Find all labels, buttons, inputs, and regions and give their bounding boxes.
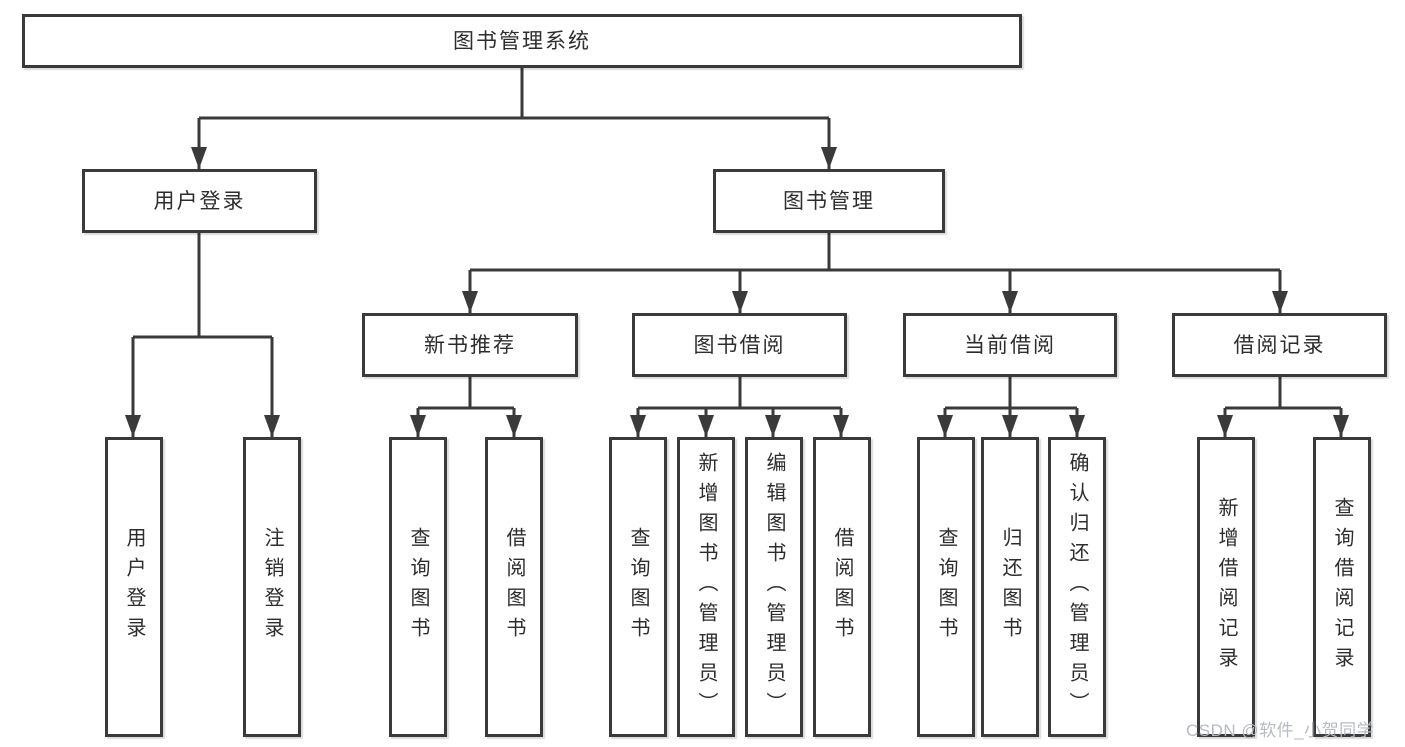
csdn-watermark: CSDN @软件_小贺同学 [1186, 721, 1375, 740]
node-current-borrowing: 当前借阅 [903, 313, 1117, 377]
leaf-add-books-admin: 新增图书（管理员） [677, 437, 735, 737]
leaf-return-books: 归还图书 [981, 437, 1039, 737]
node-user-login: 用户登录 [82, 169, 317, 233]
leaf-logout: 注销登录 [243, 437, 301, 737]
node-new-book-recommendation: 新书推荐 [362, 313, 578, 377]
leaf-confirm-return-admin: 确认归还（管理员） [1048, 437, 1106, 737]
leaf-add-borrow-record: 新增借阅记录 [1197, 437, 1255, 737]
leaf-query-books-borrowing: 查询图书 [609, 437, 667, 737]
node-book-management: 图书管理 [713, 169, 945, 233]
node-borrowing-records: 借阅记录 [1172, 313, 1387, 377]
leaf-query-borrow-record: 查询借阅记录 [1313, 437, 1371, 737]
leaf-query-books-recommend: 查询图书 [389, 437, 447, 737]
leaf-borrow-books-borrowing: 借阅图书 [813, 437, 871, 737]
node-root-library-system: 图书管理系统 [22, 14, 1022, 68]
node-book-borrowing: 图书借阅 [632, 313, 847, 377]
connector-skeleton [133, 68, 1341, 410]
connector-arrows [125, 118, 1349, 437]
leaf-query-books-current: 查询图书 [917, 437, 975, 737]
leaf-edit-books-admin: 编辑图书（管理员） [745, 437, 803, 737]
leaf-borrow-books-recommend: 借阅图书 [485, 437, 543, 737]
leaf-user-login: 用户登录 [105, 437, 163, 737]
